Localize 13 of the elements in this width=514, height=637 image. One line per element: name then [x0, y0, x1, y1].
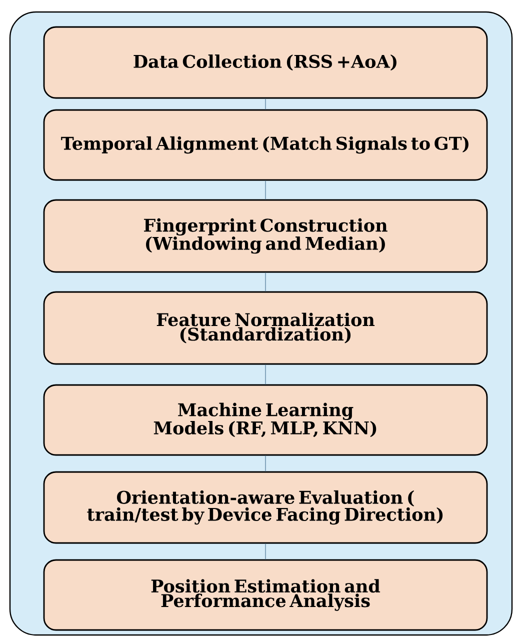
process-box: Fingerprint Construction (Windowing and Median): [43, 199, 488, 273]
process-box: Data Collection (RSS +AoA): [43, 26, 488, 99]
connector-line: [265, 272, 266, 292]
connector-line: [265, 98, 266, 110]
process-box: Machine Learning Models (RF, MLP, KNN): [43, 384, 488, 456]
connector-line: [265, 455, 266, 472]
process-box: Orientation-aware Evaluation ( train/test by Device Facing Direction): [43, 471, 488, 544]
connector-line: [265, 364, 266, 385]
connector-line: [265, 543, 266, 560]
connector-line: [265, 180, 266, 200]
process-box: Temporal Alignment (Match Signals to GT): [43, 109, 488, 181]
process-box: Position Estimation and Performance Analysis: [43, 559, 488, 631]
process-box: Feature Normalization (Standardization): [43, 291, 488, 365]
